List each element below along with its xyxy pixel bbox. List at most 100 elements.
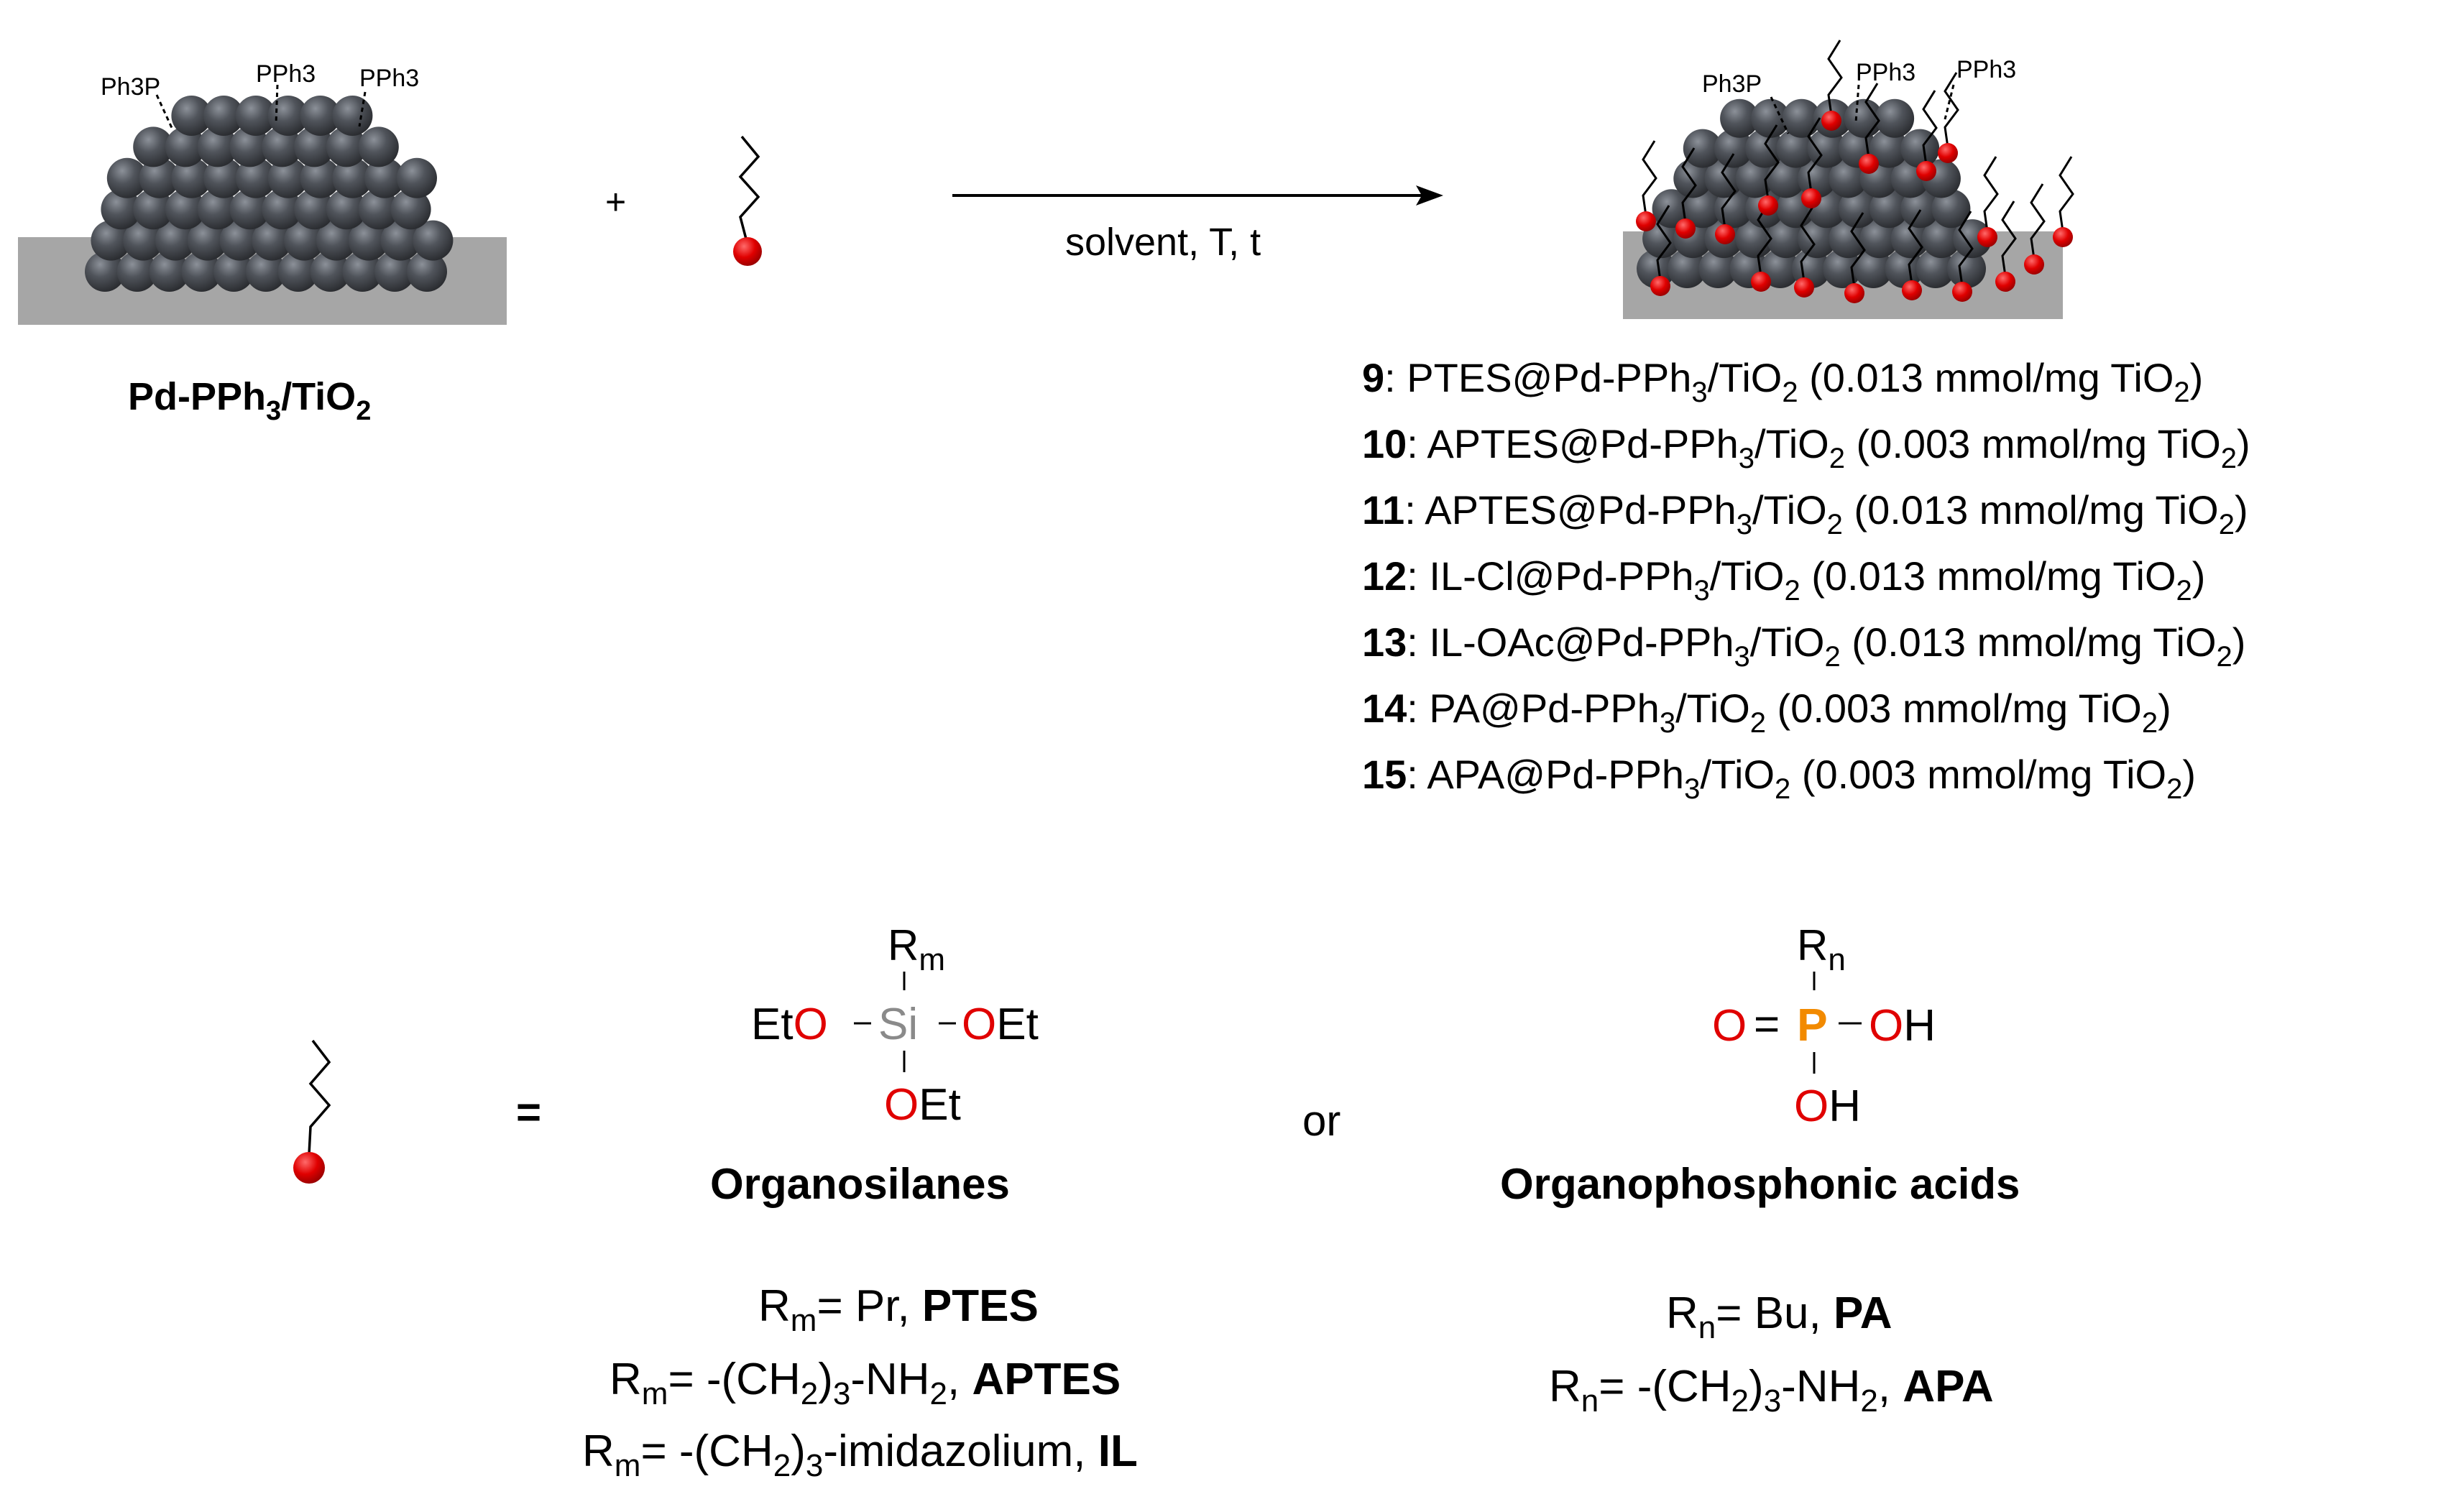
modifier-chain (1642, 140, 1657, 216)
pd-atom (348, 220, 389, 261)
pd-atom (123, 220, 164, 261)
pd-atom (1798, 219, 1837, 259)
pd-atom (1735, 159, 1775, 198)
anchor-group (1952, 282, 1972, 302)
pd-atom (267, 157, 308, 198)
pd-atom (1921, 219, 1961, 259)
pd-atom (413, 220, 454, 261)
modifier-chain (1827, 40, 1843, 116)
pd-atom (91, 220, 132, 261)
pd-atom (374, 252, 415, 292)
pd-atom (1869, 189, 1908, 229)
anchor-group (1751, 272, 1771, 292)
ligand-label-right-1: Ph3P (1702, 70, 1762, 98)
ligand-lines-left (155, 84, 367, 130)
modifier-chain (2059, 156, 2074, 232)
silane-bottom-oet: OEt (884, 1080, 961, 1130)
reaction-arrow (952, 185, 1443, 206)
anchor-group (1650, 276, 1670, 296)
phosphonic-def-pa: Rn= Bu, PA (1666, 1289, 1892, 1345)
pd-atom (1931, 189, 1971, 229)
pd-atom (380, 220, 421, 261)
pd-atom (236, 157, 276, 198)
pd-atom (1751, 98, 1790, 138)
anchor-group (1715, 224, 1735, 244)
pd-atom (1838, 189, 1877, 229)
or-text: or (1302, 1097, 1340, 1145)
pd-atom (294, 126, 335, 167)
pd-atom-pile-right (1637, 98, 1992, 288)
silane-right-oet: OEt (962, 1000, 1039, 1049)
pd-atom (1829, 159, 1868, 198)
pd-atom (326, 126, 367, 167)
pd-atom (139, 157, 180, 198)
pd-atom (165, 126, 206, 167)
pd-atom (294, 189, 335, 230)
modifier-legend-icon (293, 1039, 331, 1184)
organophosphonic-acids-title: Organophosphonic acids (1500, 1160, 2020, 1208)
phosphonic-def-apa: Rn= -(CH2)3-NH2, APA (1549, 1362, 1994, 1419)
pd-atom (358, 189, 399, 230)
phosphonic-bottom-oh: OH (1794, 1082, 1861, 1131)
pd-atom (1869, 129, 1908, 168)
pd-atom (262, 189, 303, 230)
phosphonic-definitions: Rn= Bu, PA Rn= -(CH2)3-NH2, APA (1549, 1289, 1994, 1419)
silicon-atom: Si (878, 1000, 918, 1049)
pd-atom (116, 252, 157, 292)
anchor-group (1859, 154, 1879, 174)
anchor-group (2053, 227, 2073, 247)
pd-atom (1776, 129, 1816, 168)
pd-atom (1760, 249, 1800, 288)
modifier-chain (2001, 200, 2017, 277)
pd-atom (310, 252, 351, 292)
pd-atom (1766, 219, 1806, 259)
pd-atom (203, 157, 244, 198)
pd-atom (155, 220, 196, 261)
modifier-chain (1922, 90, 1938, 166)
anchor-group (1977, 227, 1997, 247)
pd-atom (165, 189, 206, 230)
pd-atom (203, 96, 244, 136)
pd-atom (101, 189, 142, 230)
phosphoryl-oxygen: O (1712, 1001, 1747, 1051)
pd-atom (262, 126, 303, 167)
silane-def-il: Rm= -(CH2)3-imidazolium, IL (582, 1426, 1138, 1483)
pd-atom (133, 126, 174, 167)
pd-atom (407, 252, 447, 292)
product-list: 9: PTES@Pd-PPh3/TiO2 (0.013 mmol/mg TiO2… (1362, 355, 2250, 805)
phosphorus-atom: P (1797, 999, 1828, 1051)
pd-atom (236, 96, 276, 136)
modifier-chain (1864, 83, 1880, 159)
product-entry: 12: IL-Cl@Pd-PPh3/TiO2 (0.013 mmol/mg Ti… (1362, 553, 2205, 607)
pd-atom (358, 126, 399, 167)
pd-atom (1859, 219, 1899, 259)
double-bond: = (1754, 1000, 1780, 1049)
right-nanoparticle: Ph3P PPh3 PPh3 (1623, 40, 2074, 319)
modifier-chain (1908, 209, 1923, 285)
pd-atom (1875, 98, 1915, 138)
pd-atom (1698, 249, 1738, 288)
pd-atom (219, 220, 260, 261)
organosilanes-title: Organosilanes (710, 1160, 1010, 1208)
modifier-chain (1850, 212, 1866, 288)
modifier-chain (1983, 156, 1999, 232)
pd-atom (316, 220, 357, 261)
pd-atom (171, 157, 212, 198)
anchor-group (1821, 111, 1841, 131)
pd-atom (1668, 249, 1707, 288)
silane-left-oet: EtO (751, 1000, 828, 1049)
pd-atom (390, 189, 431, 230)
pd-atom (277, 252, 318, 292)
product-entry: 9: PTES@Pd-PPh3/TiO2 (0.013 mmol/mg TiO2… (1362, 355, 2203, 408)
pd-atom (332, 157, 373, 198)
pd-atom (229, 189, 270, 230)
silane-def-aptes: Rm= -(CH2)3-NH2, APTES (610, 1355, 1121, 1411)
silane-definitions: Rm= Pr, PTES Rm= -(CH2)3-NH2, APTES Rm= … (582, 1281, 1138, 1483)
anchor-group (1636, 211, 1656, 231)
pd-atom (181, 252, 222, 292)
pd-atom (1782, 98, 1821, 138)
pd-atom (300, 96, 341, 136)
pd-atom (397, 157, 437, 198)
pd-atom (342, 252, 383, 292)
